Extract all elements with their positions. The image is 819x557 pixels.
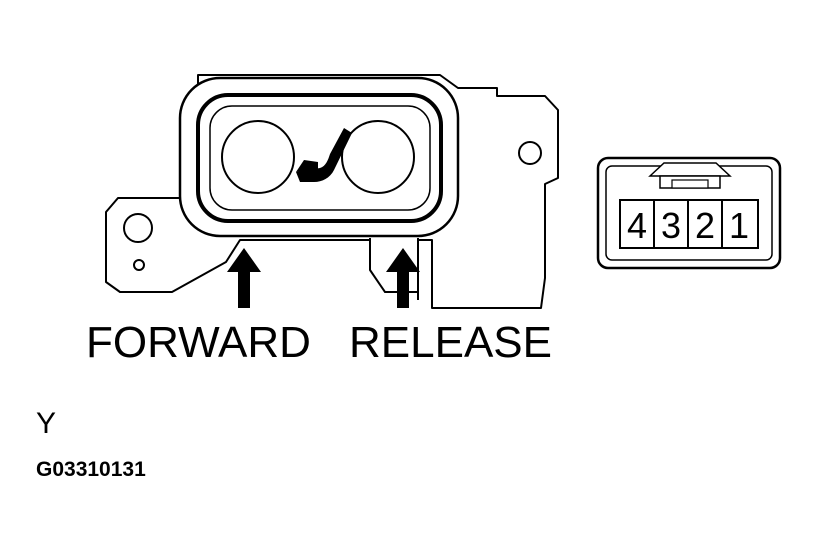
- connector: 4 3 2 1: [596, 156, 782, 270]
- release-arrow-icon: [386, 248, 420, 308]
- pin-number: 3: [661, 205, 681, 246]
- switch-window-left: [221, 120, 295, 194]
- connector-latch: [648, 162, 732, 177]
- release-label: RELEASE: [349, 318, 552, 367]
- forward-arrow-icon: [227, 248, 261, 308]
- mount-hole-right: [518, 141, 542, 165]
- seat-icon: [296, 128, 352, 182]
- pin-number: 1: [729, 205, 749, 246]
- pin-number: 4: [627, 205, 647, 246]
- mount-hole-small: [133, 259, 145, 271]
- view-label: Y: [36, 407, 57, 440]
- figure-id: G03310131: [36, 458, 146, 481]
- switch-button-face: [209, 105, 431, 211]
- forward-label: FORWARD: [86, 318, 311, 367]
- switch-bezel-inner: [196, 93, 443, 223]
- mount-hole-large: [123, 213, 153, 243]
- switch-bezel-outer: [178, 76, 460, 238]
- pin-number: 2: [695, 205, 715, 246]
- switch-window-right: [341, 120, 415, 194]
